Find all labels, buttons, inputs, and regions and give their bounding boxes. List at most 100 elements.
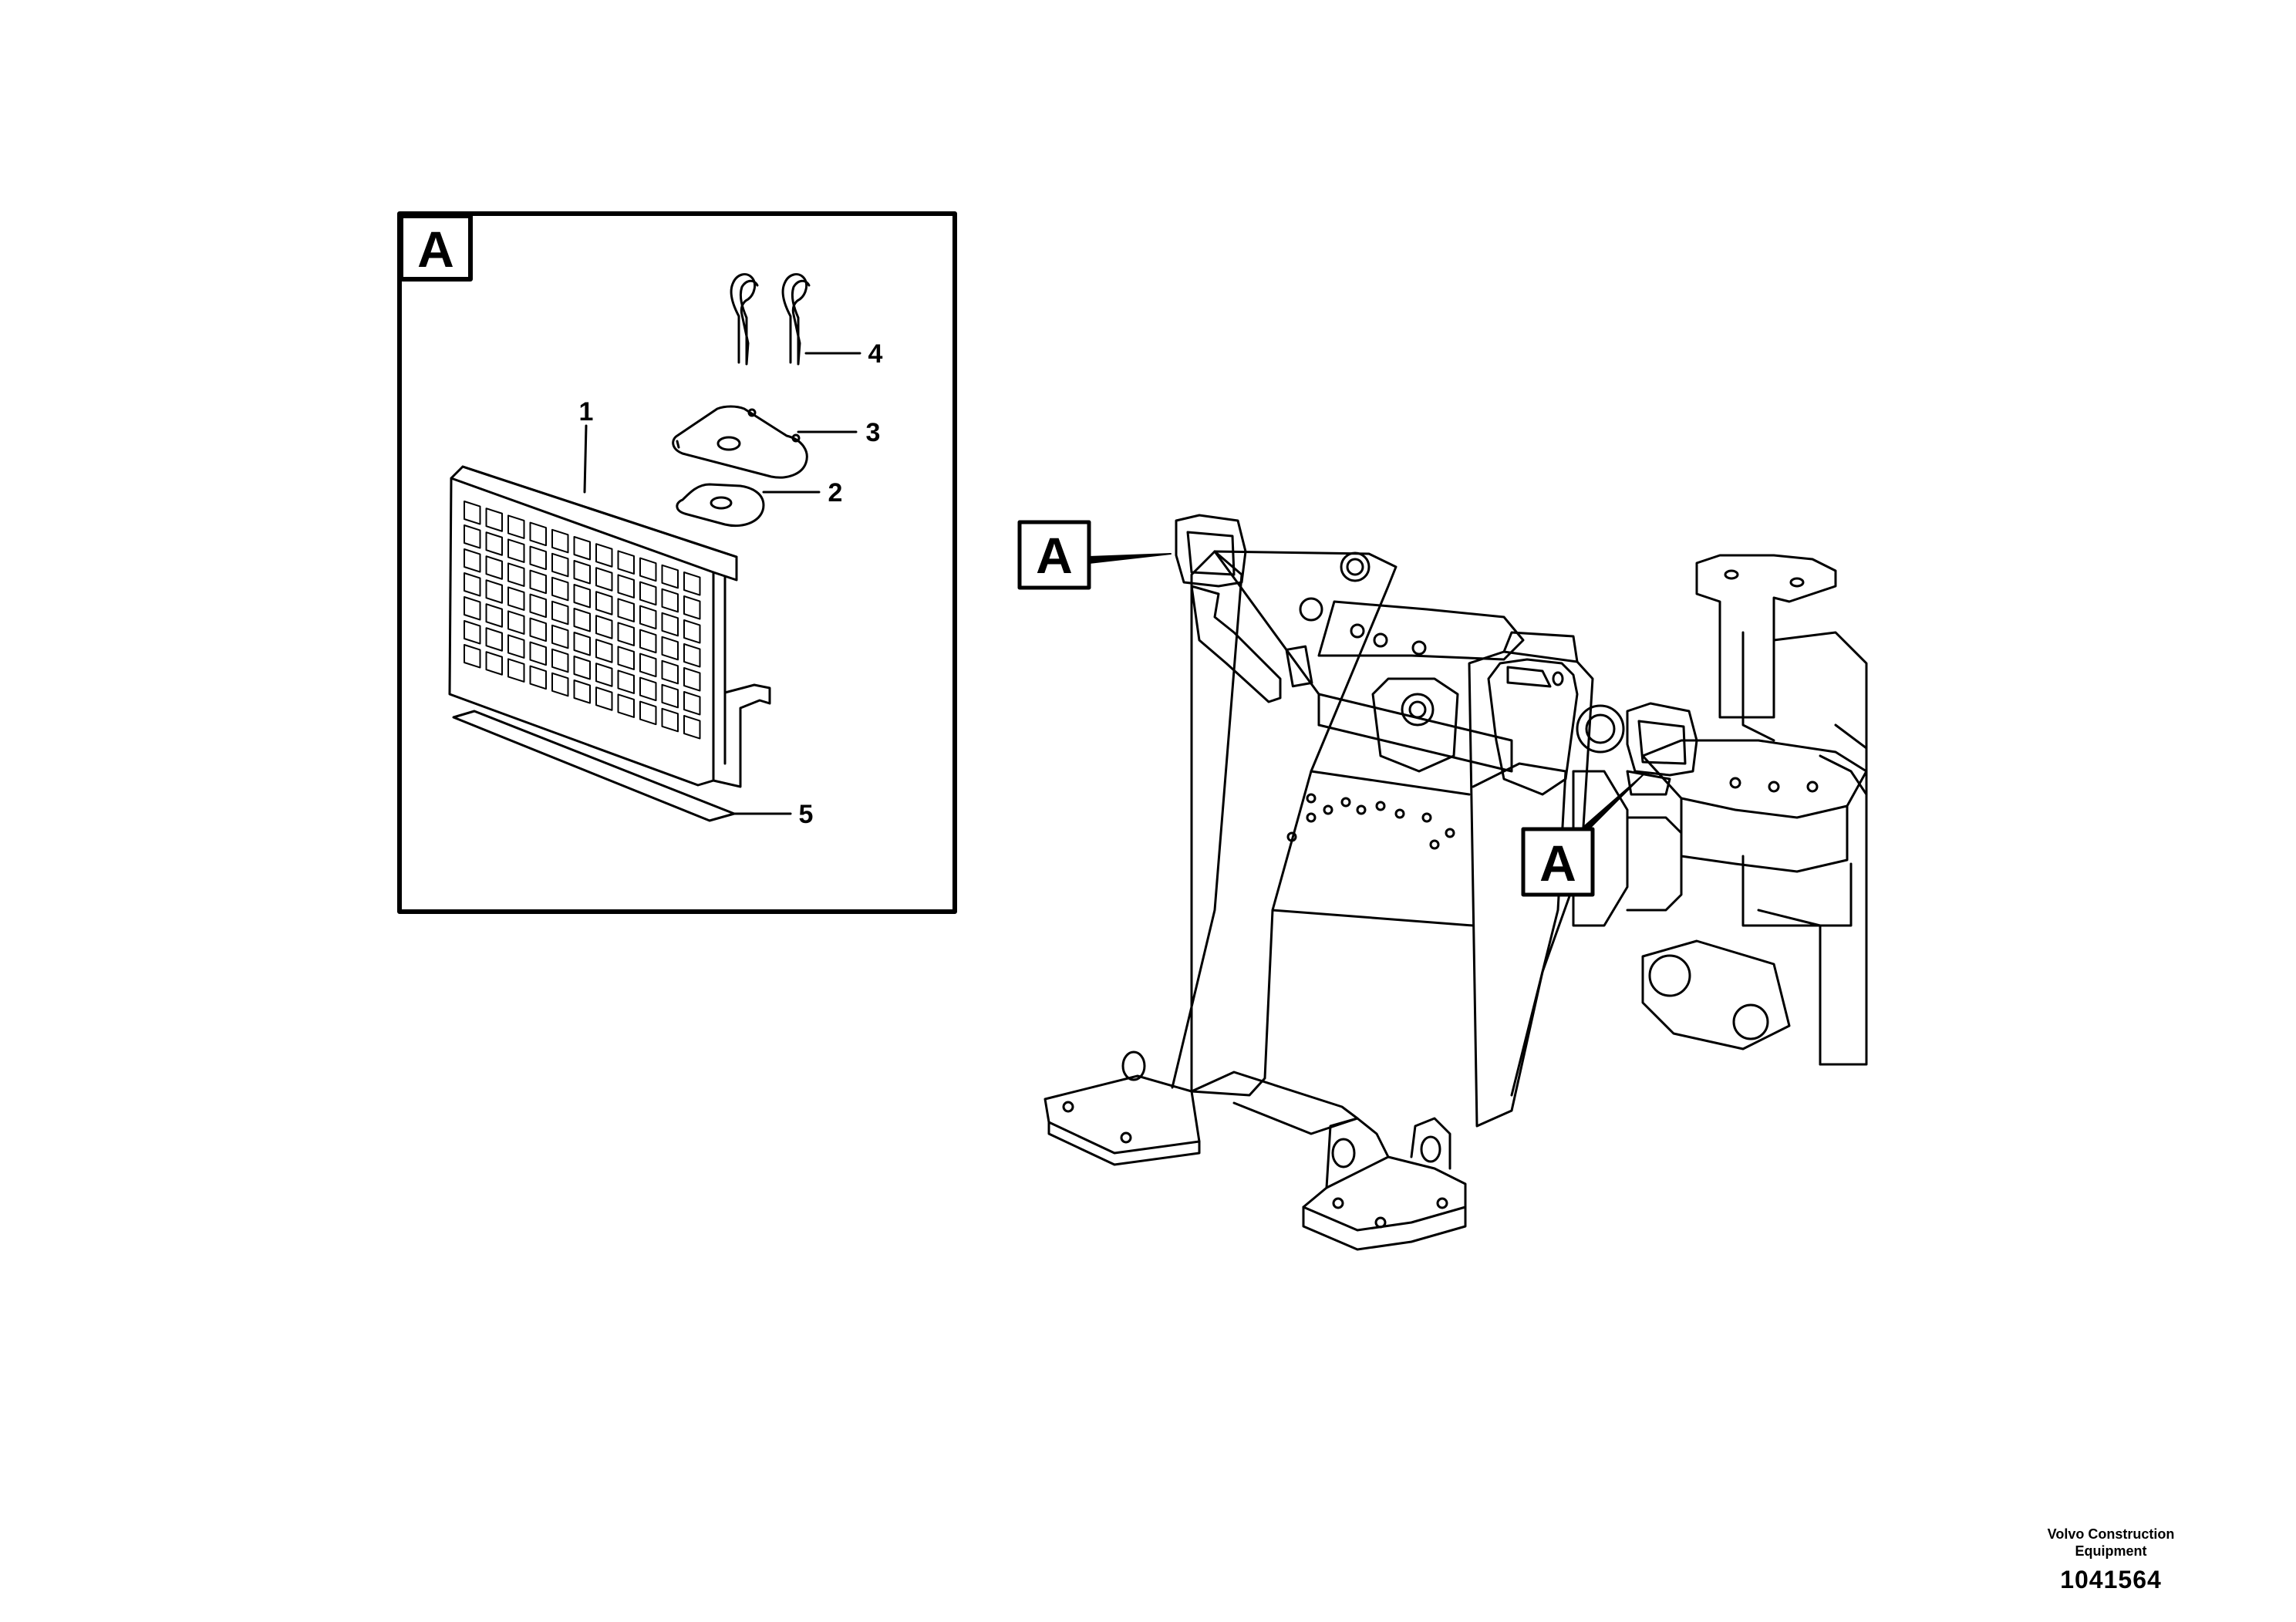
mesh-cell xyxy=(529,569,547,595)
mesh-cell xyxy=(639,581,657,606)
mesh-cell xyxy=(573,608,591,632)
drawing-number: 1041564 xyxy=(2060,1566,2162,1593)
mesh-cell xyxy=(617,669,635,694)
mesh-cell xyxy=(485,627,503,652)
mesh-cell xyxy=(661,707,679,733)
mesh-cell xyxy=(507,514,525,539)
mesh-cell xyxy=(485,651,503,676)
mesh-cell xyxy=(551,648,569,673)
mesh-cell xyxy=(551,600,569,626)
mesh-cell xyxy=(529,545,547,571)
view-marker-a-right: A xyxy=(1521,774,1644,897)
mesh-cell xyxy=(573,584,591,609)
mesh-cell xyxy=(485,579,503,604)
detail-frame xyxy=(397,211,957,914)
mesh-cell xyxy=(595,543,613,568)
hair-pin-clips xyxy=(730,273,811,366)
mesh-cell xyxy=(464,644,481,669)
callout-numbers: 1 4 3 2 5 xyxy=(579,339,883,829)
mesh-cell xyxy=(595,591,613,615)
mesh-cell xyxy=(529,665,547,690)
mesh-cell xyxy=(683,572,701,596)
mesh-cell xyxy=(595,686,613,711)
mesh-cell xyxy=(507,634,525,659)
mesh-cell xyxy=(529,617,547,642)
mesh-cell xyxy=(507,562,525,587)
mesh-cell xyxy=(573,656,591,680)
mesh-cell xyxy=(464,596,481,621)
leader-lines xyxy=(583,352,861,815)
mesh-cell xyxy=(573,560,591,585)
mesh-grid xyxy=(464,501,701,740)
callout-1: 1 xyxy=(579,397,594,427)
mesh-cell xyxy=(529,521,547,547)
mesh-cell xyxy=(683,715,701,740)
mesh-cell xyxy=(573,536,591,561)
mesh-cell xyxy=(661,636,679,661)
mesh-guard xyxy=(448,465,771,788)
mesh-cell xyxy=(661,564,679,589)
mesh-cell xyxy=(639,700,657,726)
mounting-plate xyxy=(672,405,808,479)
mesh-cell xyxy=(464,501,481,525)
mesh-cell xyxy=(639,557,657,582)
small-plate xyxy=(676,483,765,528)
mesh-cell xyxy=(595,639,613,663)
mesh-cell xyxy=(661,588,679,613)
mesh-cell xyxy=(551,552,569,578)
mesh-cell xyxy=(573,632,591,656)
mesh-cell xyxy=(683,619,701,644)
mesh-cell xyxy=(617,622,635,646)
detail-label-box xyxy=(399,214,473,282)
mesh-cell xyxy=(507,538,525,563)
mesh-cell xyxy=(485,531,503,556)
mesh-cell xyxy=(639,676,657,702)
mesh-cell xyxy=(551,624,569,649)
callout-3: 3 xyxy=(866,418,881,447)
mesh-cell xyxy=(617,693,635,718)
mesh-cell xyxy=(485,508,503,532)
mesh-cell xyxy=(617,646,635,670)
mesh-cell xyxy=(661,612,679,637)
mesh-cell xyxy=(464,620,481,645)
callout-2: 2 xyxy=(828,478,843,508)
mesh-cell xyxy=(595,567,613,592)
mesh-cell xyxy=(573,679,591,704)
mesh-cell xyxy=(683,691,701,716)
drawing-footer: Volvo Construction Equipment 1041564 xyxy=(2018,1526,2203,1594)
mesh-cell xyxy=(683,643,701,668)
mesh-cell xyxy=(529,641,547,666)
mesh-cell xyxy=(551,576,569,602)
mesh-cell xyxy=(507,658,525,683)
callout-5: 5 xyxy=(799,800,814,829)
mesh-cell xyxy=(595,663,613,687)
mesh-cell xyxy=(551,528,569,554)
view-marker-a-right-label: A xyxy=(1539,835,1576,892)
mesh-cell xyxy=(595,615,613,639)
mesh-cell xyxy=(683,595,701,620)
front-frame-assembly xyxy=(1043,550,1868,1251)
mesh-cell xyxy=(464,548,481,573)
detail-view-a: A xyxy=(397,211,957,914)
view-marker-a-left: A xyxy=(1017,520,1172,590)
mesh-cell xyxy=(639,629,657,654)
mesh-cell xyxy=(617,550,635,575)
mesh-cell xyxy=(464,572,481,597)
mesh-cell xyxy=(464,524,481,549)
mesh-cell xyxy=(551,672,569,697)
rubber-strip xyxy=(452,710,736,822)
mesh-cell xyxy=(639,605,657,630)
bolt-holes xyxy=(1286,793,1455,850)
mesh-cell xyxy=(617,598,635,622)
mesh-cell xyxy=(661,659,679,685)
detail-label: A xyxy=(417,221,454,278)
mesh-cell xyxy=(507,586,525,611)
mesh-cell xyxy=(683,667,701,692)
footer-brand: Volvo Construction Equipment xyxy=(2047,1526,2175,1559)
work-light-left xyxy=(1175,514,1313,703)
mesh-cell xyxy=(639,653,657,678)
callout-4: 4 xyxy=(868,339,883,369)
view-marker-a-left-label: A xyxy=(1036,527,1073,584)
mesh-cell xyxy=(485,555,503,580)
